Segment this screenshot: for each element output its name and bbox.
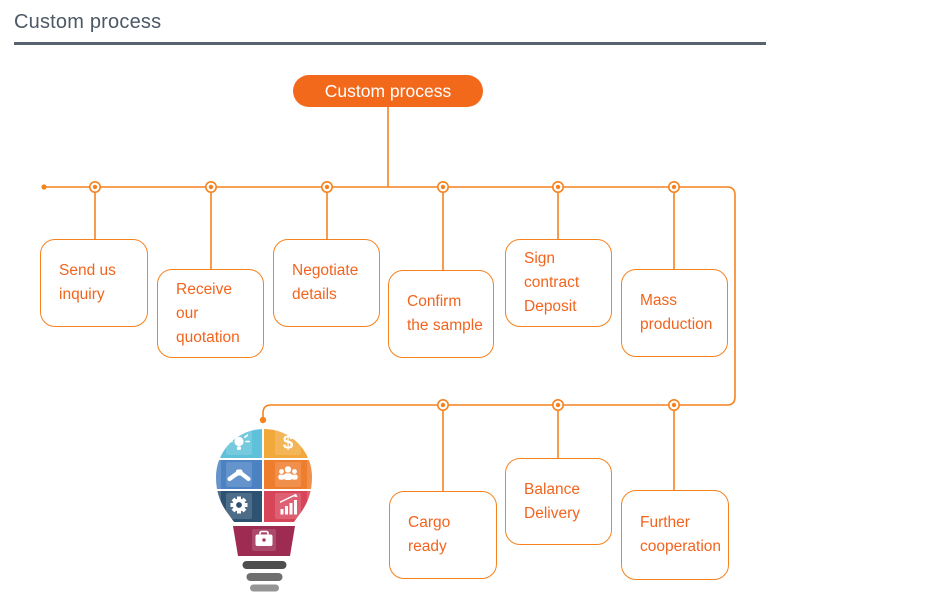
step-box-sign-contract-deposit: Sign contract Deposit	[505, 239, 612, 327]
step-box-mass-production: Mass production	[621, 269, 728, 357]
step-label: Mass production	[640, 292, 713, 333]
handshake-icon	[227, 469, 251, 482]
step-label: Cargo ready	[408, 514, 451, 555]
step-label: Balance Delivery	[524, 480, 581, 522]
bulb-neck	[233, 526, 295, 556]
step-label: Further cooperation	[640, 514, 722, 555]
step-box-further-cooperation: Further cooperation	[621, 490, 729, 580]
line-end-dot	[41, 184, 47, 190]
gear-icon	[230, 496, 248, 514]
briefcase-icon	[255, 530, 273, 546]
title-underline	[14, 42, 766, 45]
step-box-balance-delivery: Balance Delivery	[505, 458, 612, 545]
root-node: Custom process	[293, 75, 483, 107]
chart-icon	[279, 493, 298, 515]
bulb-base-bars	[242, 561, 287, 592]
step-box-receive-our-quotation: Receive our quotation	[157, 269, 264, 358]
dollar-icon: $	[283, 433, 294, 454]
step-label: Receive our quotation	[176, 280, 240, 346]
step-box-confirm-the-sample: Confirm the sample	[388, 270, 494, 358]
step-box-cargo-ready: Cargo ready	[389, 491, 497, 579]
step-label: Send us inquiry	[59, 262, 116, 303]
lightbulb-graphic: $	[216, 429, 312, 592]
step-box-negotiate-details: Negotiate details	[273, 239, 380, 327]
step-label: Sign contract Deposit	[524, 250, 580, 315]
bulb-anchor-dot	[259, 416, 267, 424]
connector-node	[89, 181, 680, 411]
page-title: Custom process	[14, 11, 162, 33]
step-box-send-us-inquiry: Send us inquiry	[40, 239, 148, 327]
step-label: Confirm the sample	[407, 293, 483, 334]
team-icon	[278, 466, 298, 480]
step-label: Negotiate details	[292, 262, 359, 303]
